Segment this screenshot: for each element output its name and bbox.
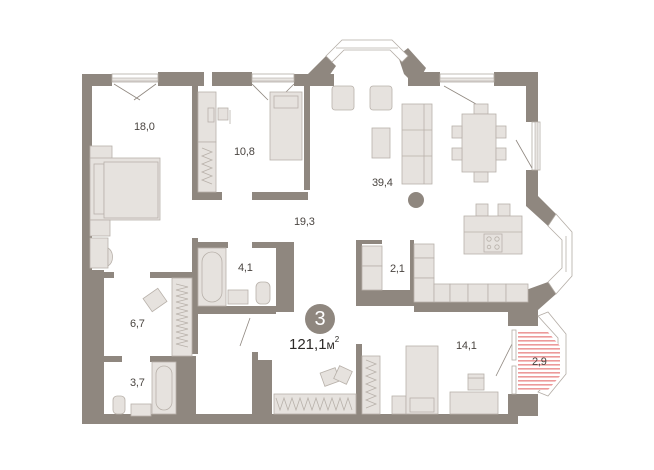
- dressing-furniture: [142, 277, 193, 357]
- room-area-bedroom-small: 10,8: [234, 146, 255, 158]
- area-unit: м: [326, 338, 335, 352]
- rooms-count-badge: 3: [305, 304, 335, 334]
- storage-furniture: [361, 245, 383, 291]
- room-area-living-kitchen: 39,4: [372, 177, 393, 189]
- small-bedroom-furniture: [197, 91, 303, 193]
- total-area-value: 121,1: [289, 336, 327, 353]
- balcony-floor: [518, 332, 560, 390]
- interior-walls: [92, 86, 536, 418]
- room-area-bathroom-small: 3,7: [130, 377, 145, 389]
- room-area-bedroom-third: 14,1: [456, 340, 477, 352]
- door-swings: [113, 83, 533, 377]
- area-unit-power: 2: [334, 335, 340, 344]
- total-area: 121,1м2: [289, 335, 340, 353]
- room-area-dressing: 6,7: [130, 318, 145, 330]
- room-area-storage: 2,1: [390, 263, 405, 275]
- bathroom-small-fixtures: [112, 361, 177, 417]
- room-area-bedroom-master: 18,0: [134, 121, 155, 133]
- room-area-hallway: 19,3: [294, 216, 315, 228]
- kitchen-furniture: [413, 203, 529, 303]
- bathroom-main-fixtures: [197, 247, 271, 307]
- master-bed: [89, 145, 161, 269]
- living-furniture: [331, 85, 507, 208]
- bedroom-third-furniture: [273, 345, 499, 415]
- room-area-balcony: 2,9: [532, 356, 547, 368]
- room-area-bathroom-main: 4,1: [238, 262, 253, 274]
